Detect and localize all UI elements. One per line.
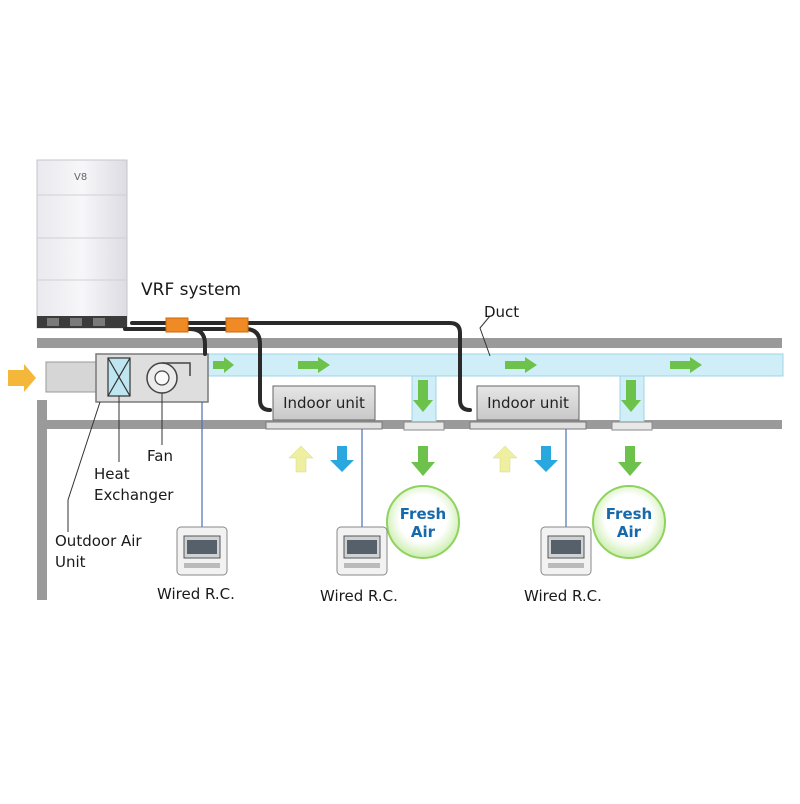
indoor-unit-2-label: Indoor unit bbox=[487, 394, 569, 412]
indoor-unit-1-label: Indoor unit bbox=[283, 394, 365, 412]
fresh-air-1-line1: Fresh bbox=[399, 505, 447, 523]
fresh-air-circle-2 bbox=[592, 485, 666, 559]
outdoor-air-unit-label-line2: Unit bbox=[55, 553, 86, 571]
wired-rc-1-device bbox=[176, 526, 228, 576]
wired-rc-3-label: Wired R.C. bbox=[524, 587, 602, 605]
fresh-air-1-line2: Air bbox=[410, 523, 436, 541]
fan-label: Fan bbox=[147, 447, 173, 465]
controller-wires bbox=[201, 402, 567, 530]
heat-exchanger-label-line2: Exchanger bbox=[94, 486, 174, 504]
wired-rc-1-label: Wired R.C. bbox=[157, 585, 235, 603]
valve-2 bbox=[225, 317, 249, 333]
fresh-air-2-line2: Air bbox=[616, 523, 642, 541]
outdoor-unit-badge: V8 bbox=[74, 172, 88, 183]
indoor-unit-1-body bbox=[265, 385, 383, 430]
fresh-air-circle-1 bbox=[386, 485, 460, 559]
leader-lines bbox=[67, 315, 491, 532]
heat-exchanger-label-line1: Heat bbox=[94, 465, 130, 483]
outdoor-air-unit-label-line1: Outdoor Air bbox=[55, 532, 142, 550]
duct-label: Duct bbox=[484, 303, 520, 321]
intake-arrow bbox=[8, 364, 36, 392]
valve-1 bbox=[165, 317, 189, 333]
duct-airflow-arrows bbox=[213, 357, 702, 412]
fresh-air-2-line1: Fresh bbox=[605, 505, 653, 523]
wired-rc-2-label: Wired R.C. bbox=[320, 587, 398, 605]
vrf-system-label: VRF system bbox=[141, 280, 242, 300]
vrf-outdoor-unit bbox=[36, 159, 128, 329]
indoor-unit-2-body bbox=[469, 385, 587, 430]
outdoor-air-unit bbox=[45, 353, 209, 403]
wired-rc-3-device bbox=[540, 526, 592, 576]
room-airflow-arrows bbox=[288, 445, 642, 476]
wired-rc-2-device bbox=[336, 526, 388, 576]
